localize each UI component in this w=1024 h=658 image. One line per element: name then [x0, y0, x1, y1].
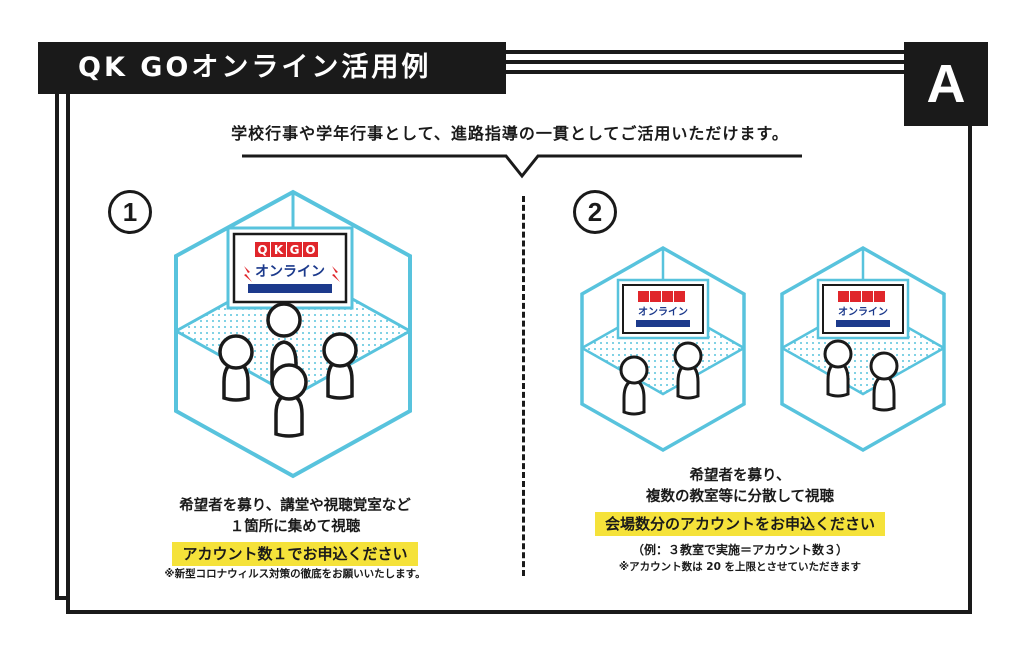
example-1-highlight: アカウント数１でお申込ください — [172, 542, 418, 566]
example-2-highlight: 会場数分のアカウントをお申込ください — [594, 512, 885, 536]
page-title: QK GOオンライン活用例 — [38, 42, 506, 94]
screen: オンライン — [816, 278, 910, 340]
example-1-number: 1 — [108, 190, 152, 234]
logo-ribbon — [248, 284, 332, 293]
audience-people — [823, 339, 899, 412]
screen: Q K G O オンライン — [226, 226, 354, 310]
logo-letter: G — [290, 243, 300, 257]
caption-line: 希望者を募り、講堂や視聴覚室など — [179, 498, 411, 514]
screen-logo-text: オンライン — [838, 306, 888, 318]
example-2-example-note: （例：３教室で実施＝アカウント数３） — [631, 543, 848, 557]
example-2-note: ※アカウント数は 20 を上限とさせていただきます — [618, 561, 862, 573]
example-1-note: ※新型コロナウィルス対策の徹底をお願いいたします。 — [164, 568, 426, 580]
caption-line: 複数の教室等に分散して視聴 — [645, 489, 835, 505]
section-badge: A — [904, 42, 988, 126]
audience-people — [619, 341, 703, 416]
logo-letter: K — [274, 243, 284, 257]
example-2-room-illustration-1: オンライン — [580, 245, 746, 453]
section-divider — [522, 196, 525, 576]
screen-logo-letters: Q K G O — [255, 242, 318, 257]
screen: オンライン — [616, 278, 710, 340]
caption-line: 希望者を募り、 — [689, 468, 791, 484]
logo-letter: O — [305, 243, 315, 257]
subtitle: 学校行事や学年行事として、進路指導の一貫としてご活用いただけます。 — [231, 124, 789, 143]
example-2-room-illustration-2: オンライン — [780, 245, 946, 453]
title-rule-lines — [500, 50, 910, 64]
example-1-caption: 希望者を募り、講堂や視聴覚室など １箇所に集めて視聴 アカウント数１でお申込くだ… — [130, 496, 460, 582]
audience-people — [218, 302, 358, 438]
screen-logo-text: オンライン — [255, 264, 325, 280]
callout-pointer-line — [242, 154, 802, 179]
example-1-room-illustration: Q K G O オンライン — [174, 189, 412, 479]
caption-line: １箇所に集めて視聴 — [229, 519, 361, 535]
logo-letter: Q — [257, 243, 267, 257]
example-2-caption: 希望者を募り、 複数の教室等に分散して視聴 会場数分のアカウントをお申込ください… — [590, 466, 890, 575]
screen-logo-text: オンライン — [638, 306, 688, 318]
example-2-number: 2 — [573, 190, 617, 234]
